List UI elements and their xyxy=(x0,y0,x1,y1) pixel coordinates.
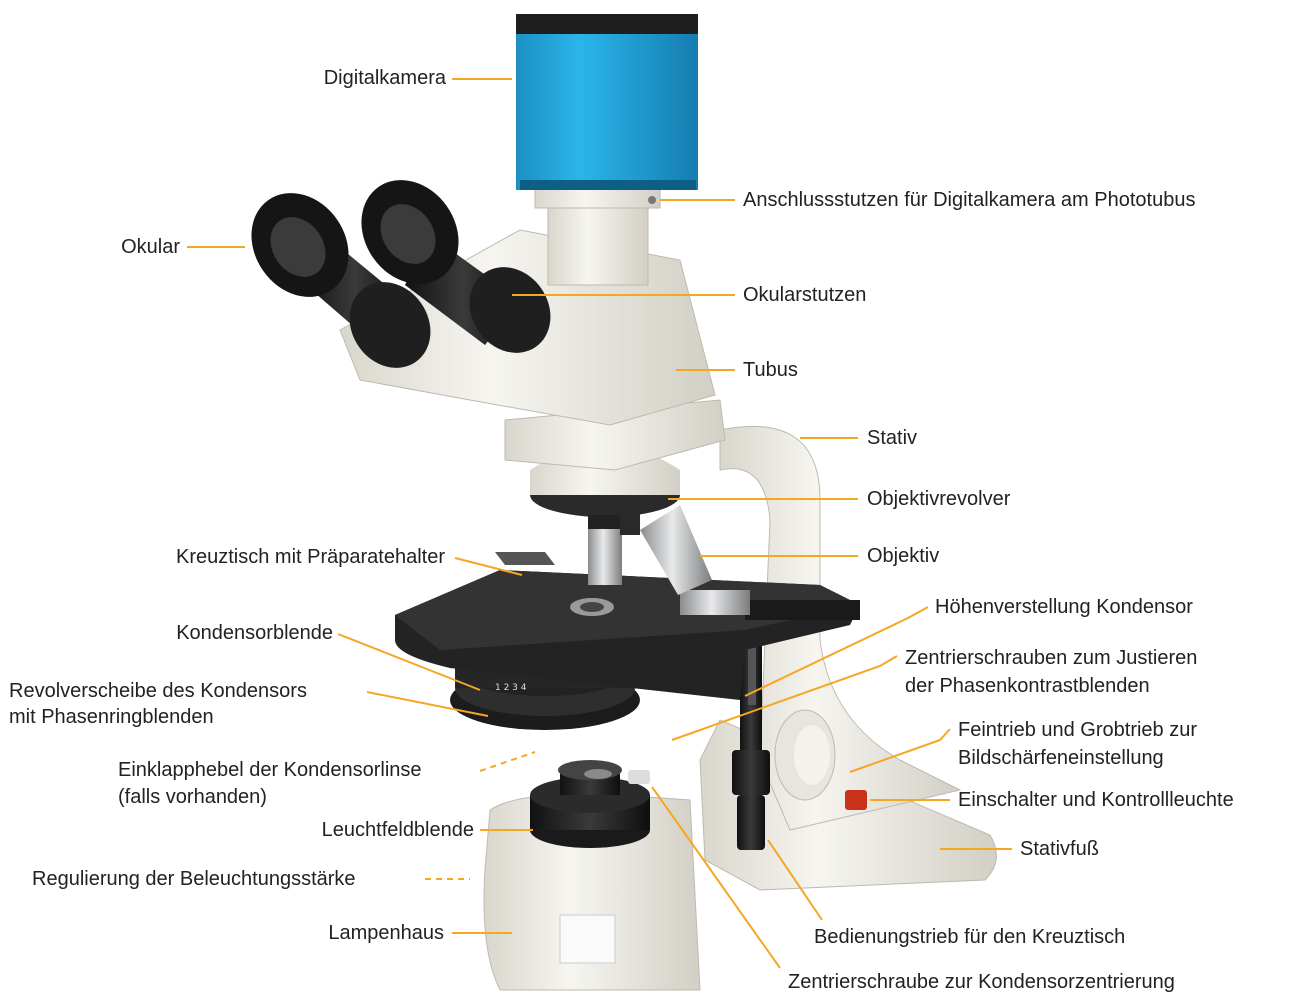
label-zentrierschraube: Zentrierschraube zur Kondensorzentrierun… xyxy=(788,970,1175,994)
label-digitalkamera: Digitalkamera xyxy=(296,66,446,90)
label-revolverscheibe-line2: mit Phasenringblenden xyxy=(9,705,214,729)
label-bedienungstrieb: Bedienungstrieb für den Kreuztisch xyxy=(814,925,1125,949)
condenser-lever xyxy=(628,770,650,784)
label-kreuztisch: Kreuztisch mit Präparatehalter xyxy=(100,545,445,569)
label-leuchtfeldblende: Leuchtfeldblende xyxy=(250,818,474,842)
digital-camera xyxy=(516,14,698,190)
label-feintrieb-line2: Bildschärfeneinstellung xyxy=(958,746,1164,770)
label-einklapphebel-line1: Einklapphebel der Kondensorlinse xyxy=(118,758,422,782)
leader-einklapphebel xyxy=(480,752,535,771)
label-revolverscheibe-line1: Revolverscheibe des Kondensors xyxy=(9,679,307,703)
label-stativfuss: Stativfuß xyxy=(1020,837,1099,861)
label-kondensorblende: Kondensorblende xyxy=(100,621,333,645)
focus-knob xyxy=(775,710,835,800)
eyepieces xyxy=(232,161,567,384)
label-anschlussstutzen: Anschlussstutzen für Digitalkamera am Ph… xyxy=(743,188,1195,212)
label-zentrierschrauben-line1: Zentrierschrauben zum Justieren xyxy=(905,646,1197,670)
power-switch xyxy=(845,790,867,810)
label-hoehenverstellung: Höhenverstellung Kondensor xyxy=(935,595,1193,619)
label-objektivrevolver: Objektivrevolver xyxy=(867,487,1010,511)
label-lampenhaus: Lampenhaus xyxy=(250,921,444,945)
label-einklapphebel-line2: (falls vorhanden) xyxy=(118,785,267,809)
label-okularstutzen: Okularstutzen xyxy=(743,283,866,307)
label-einschalter: Einschalter und Kontrollleuchte xyxy=(958,788,1234,812)
label-regulierung: Regulierung der Beleuchtungsstärke xyxy=(32,867,356,891)
label-stativ: Stativ xyxy=(867,426,917,450)
label-zentrierschrauben-line2: der Phasenkontrastblenden xyxy=(905,674,1150,698)
svg-text:1 2 3 4: 1 2 3 4 xyxy=(495,683,527,693)
label-objektiv: Objektiv xyxy=(867,544,939,568)
phototube xyxy=(535,180,660,285)
label-okular: Okular xyxy=(100,235,180,259)
label-tubus: Tubus xyxy=(743,358,798,382)
label-feintrieb-line1: Feintrieb und Grobtrieb zur xyxy=(958,718,1197,742)
